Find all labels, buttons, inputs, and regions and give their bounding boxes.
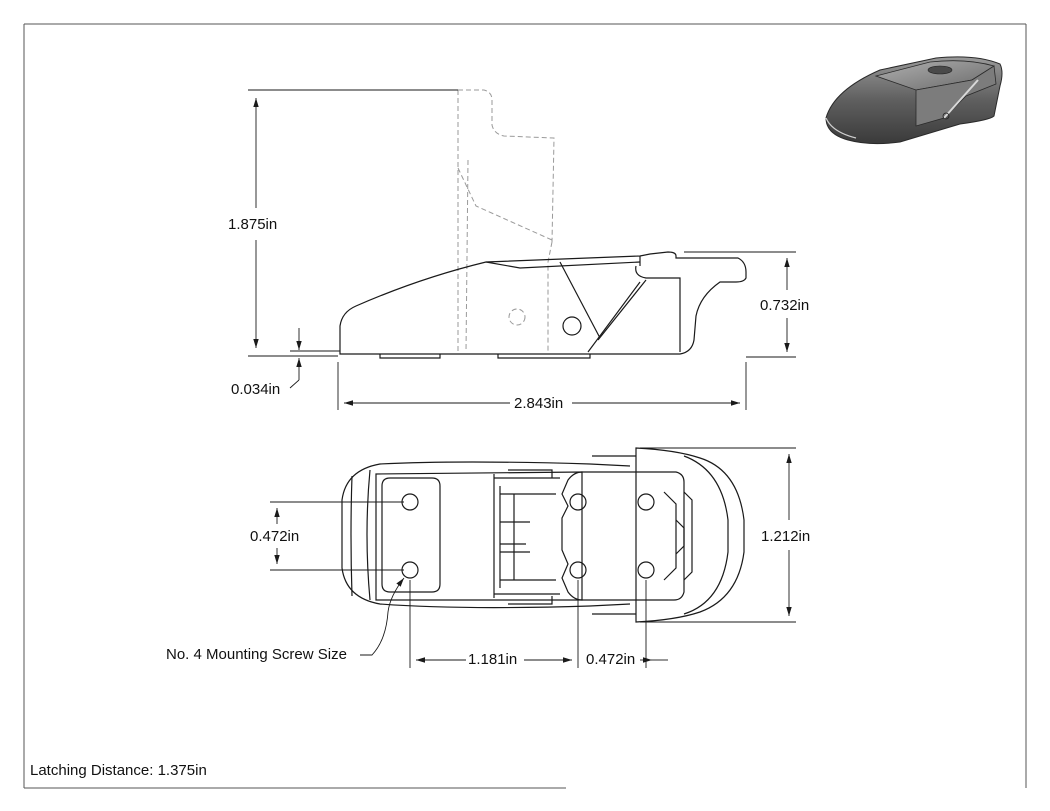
note-screw-size: No. 4 Mounting Screw Size [166, 646, 347, 663]
dim-hole-spacing-right: 0.472in [586, 651, 636, 668]
mount-hole-center-top [569, 493, 587, 511]
top-view [341, 447, 745, 623]
lever-plate-top [561, 471, 685, 601]
lever-profile [635, 265, 681, 352]
note-latching-distance: Latching Distance: 1.375in [30, 762, 207, 779]
isometric-view [825, 56, 1003, 145]
latch-body-profile [339, 251, 747, 355]
mount-hole-right-top [637, 493, 655, 511]
dim-clearance: 0.034in [231, 381, 281, 398]
mount-hole-left-bottom [401, 561, 419, 579]
pivot-pin [562, 316, 582, 336]
mount-hole-right-bottom [637, 561, 655, 579]
dim-overall-height: 1.875in [228, 216, 278, 233]
side-view-dimensions [248, 89, 796, 410]
top-view-dimensions [270, 447, 796, 668]
keeper-hidden-outline [457, 89, 555, 353]
dim-body-height: 0.732in [760, 297, 810, 314]
mount-hole-left-top [401, 493, 419, 511]
dim-overall-width: 1.212in [761, 528, 811, 545]
mount-hole-center-bottom [569, 561, 587, 579]
dim-hole-spacing-left: 0.472in [250, 528, 300, 545]
left-mounting-pad [381, 477, 441, 593]
base-feet [379, 354, 591, 359]
body-top-outline [341, 461, 631, 609]
sheet-border [23, 23, 1027, 789]
dim-hole-offset: 1.181in [468, 651, 518, 668]
side-view [339, 89, 747, 359]
dim-overall-length: 2.843in [514, 395, 564, 412]
lever-end-top [635, 447, 745, 623]
